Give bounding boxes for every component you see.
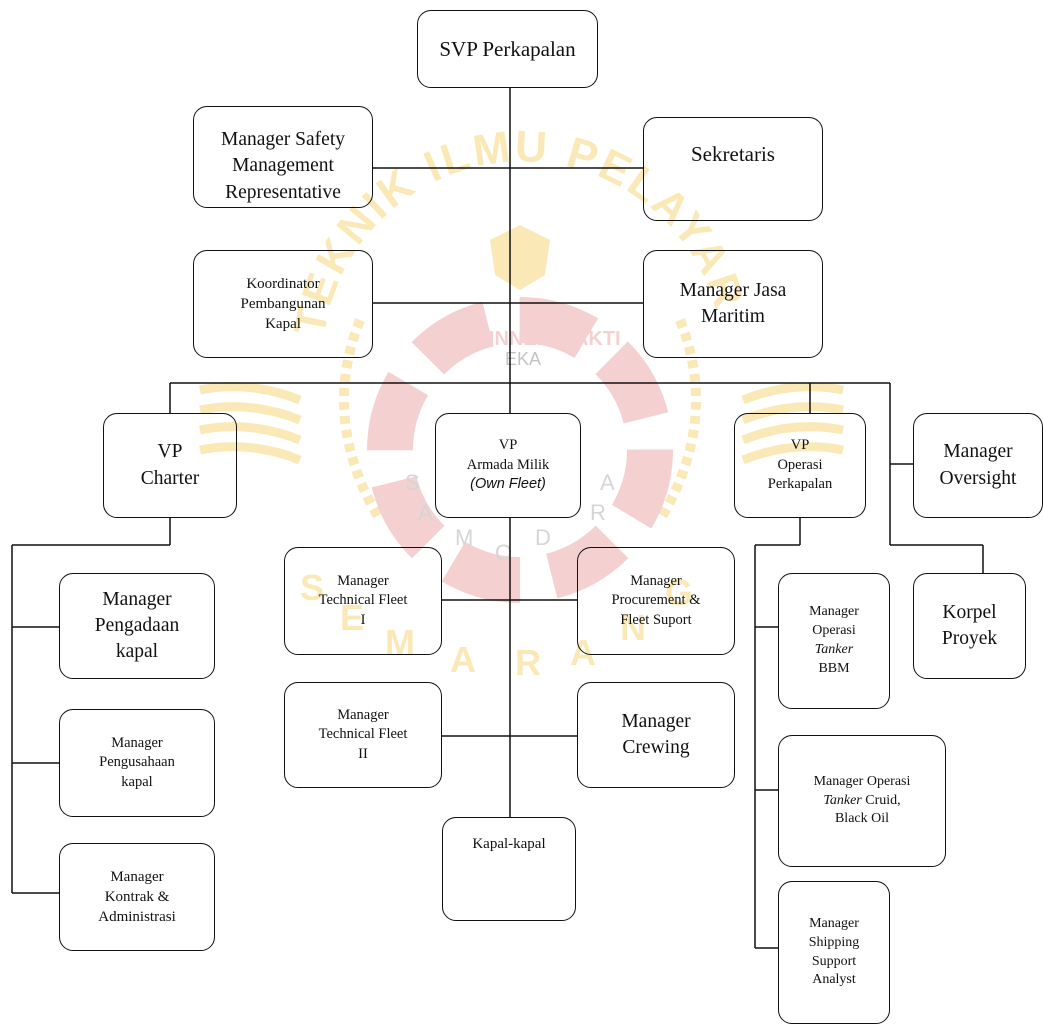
node-koordinator: Koordinator Pembangunan Kapal xyxy=(193,250,373,358)
node-korpel-proyek: Korpel Proyek xyxy=(913,573,1026,679)
node-manager-oversight: Manager Oversight xyxy=(913,413,1043,518)
node-vp-charter: VP Charter xyxy=(103,413,237,518)
node-manager-pengadaan: Manager Pengadaan kapal xyxy=(59,573,215,679)
lifebuoy-icon xyxy=(367,297,673,603)
node-label: Manager Technical Fleet II xyxy=(318,706,408,762)
node-svp-perkapalan: SVP Perkapalan xyxy=(417,10,598,88)
ring-letter: O xyxy=(495,540,512,565)
node-label: Manager Technical Fleet I xyxy=(318,572,408,628)
city-letter: G xyxy=(665,572,693,613)
node-label: VP Operasi Perkapalan xyxy=(767,437,833,493)
ring-letter: M xyxy=(455,525,473,550)
ring-letter: R xyxy=(590,500,606,525)
wing-right-icon xyxy=(741,382,844,465)
node-label: Kapal-kapal xyxy=(472,836,546,852)
node-label: Manager Procurement & Fleet Suport xyxy=(611,572,701,628)
node-manager-crewing: Manager Crewing xyxy=(577,682,735,788)
node-label: Cruid, xyxy=(861,792,901,808)
node-label-italic: Tanker xyxy=(814,642,854,657)
city-letter: M xyxy=(385,622,415,663)
node-label: Koordinator Pembangunan Kapal xyxy=(240,275,326,333)
motto-left: BHINNEKA xyxy=(460,328,566,350)
ring-letter: D xyxy=(535,525,551,550)
node-label: Manager Operasi xyxy=(809,604,859,639)
node-label: Manager Jasa Maritim xyxy=(679,279,787,327)
city-letter: R xyxy=(515,642,541,683)
node-manager-operasi-tanker-cruid: Manager Operasi Tanker Cruid, Black Oil xyxy=(778,735,946,867)
node-sekretaris: Sekretaris xyxy=(643,117,823,221)
node-manager-operasi-tanker-bbm: Manager Operasi Tanker BBM xyxy=(778,573,890,709)
node-label: Manager Crewing xyxy=(621,710,691,758)
node-label-italic: Tanker xyxy=(823,792,862,808)
node-label: Manager Operasi xyxy=(813,773,911,789)
node-manager-technical-fleet-1: Manager Technical Fleet I xyxy=(284,547,442,655)
node-label: Manager Safety Management Representative xyxy=(221,129,345,203)
node-label: Manager Shipping Support Analyst xyxy=(808,915,860,988)
wreath-right-icon xyxy=(655,318,701,523)
ring-letter: A xyxy=(418,500,433,525)
node-label: Manager Kontrak & Administrasi xyxy=(98,868,176,926)
node-label: VP Charter xyxy=(140,441,200,489)
node-label: SVP Perkapalan xyxy=(439,36,576,61)
node-label: Manager Pengusahaan kapal xyxy=(99,734,175,790)
city-letter: E xyxy=(340,597,364,638)
node-label: BBM xyxy=(818,660,850,676)
node-label: VP xyxy=(498,437,518,454)
node-manager-safety: Manager Safety Management Representative xyxy=(193,106,373,208)
city-letter: N xyxy=(620,607,646,648)
city-letter: S xyxy=(300,567,324,608)
node-label: Korpel Proyek xyxy=(941,601,998,649)
node-vp-armada-milik: VP Armada Milik (Own Fleet) xyxy=(435,413,581,518)
motto-center: EKA xyxy=(505,349,541,369)
node-label: Sekretaris xyxy=(691,142,775,166)
node-manager-procurement: Manager Procurement & Fleet Suport xyxy=(577,547,735,655)
node-manager-jasa-maritim: Manager Jasa Maritim xyxy=(643,250,823,358)
ring-letter: A xyxy=(600,470,615,495)
wing-left-icon xyxy=(199,382,302,465)
node-label: Manager Oversight xyxy=(939,441,1017,489)
node-label: Black Oil xyxy=(834,811,890,827)
node-manager-kontrak: Manager Kontrak & Administrasi xyxy=(59,843,215,951)
node-label: Armada Milik xyxy=(466,456,550,473)
node-kapal-kapal: Kapal-kapal xyxy=(442,817,576,921)
node-label-line2: Tanker Cruid, xyxy=(823,792,900,811)
motto-right: BHAKTI xyxy=(545,328,621,350)
node-manager-technical-fleet-2: Manager Technical Fleet II xyxy=(284,682,442,788)
node-manager-pengusahaan: Manager Pengusahaan kapal xyxy=(59,709,215,817)
ring-letter: S xyxy=(405,470,420,495)
wreath-left-icon xyxy=(339,318,385,523)
node-label: Manager Pengadaan kapal xyxy=(94,588,180,663)
city-letter: A xyxy=(450,639,476,680)
garuda-icon xyxy=(490,225,550,290)
node-label-italic: (Own Fleet) xyxy=(470,476,546,493)
node-vp-operasi: VP Operasi Perkapalan xyxy=(734,413,866,518)
node-manager-shipping-support: Manager Shipping Support Analyst xyxy=(778,881,890,1024)
